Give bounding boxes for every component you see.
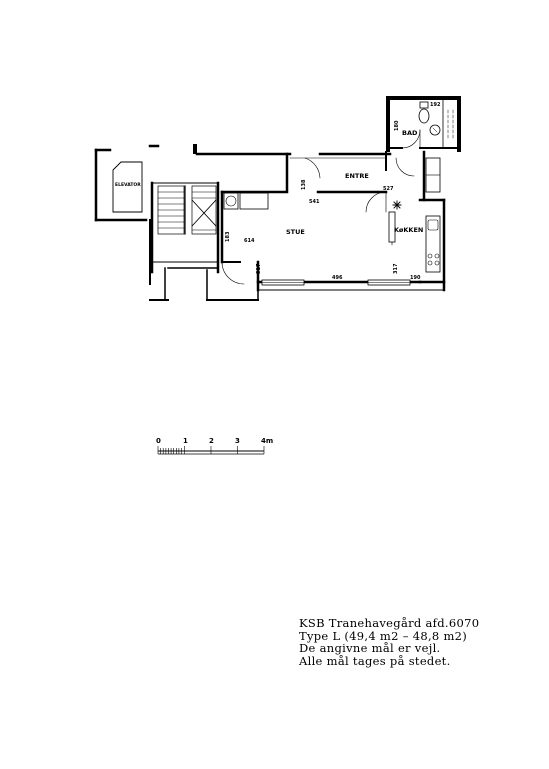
windows bbox=[261, 279, 411, 286]
info-line-title: KSB Tranehavegård afd.6070 bbox=[299, 616, 480, 630]
bathroom-walls bbox=[386, 96, 461, 152]
room-label-bad: BAD bbox=[402, 129, 418, 137]
dim-527: 527 bbox=[383, 186, 394, 192]
washbasin bbox=[429, 124, 441, 136]
kitchen-counter bbox=[425, 215, 441, 273]
room-label-stue: STUE bbox=[286, 228, 305, 236]
dim-180: 180 bbox=[394, 120, 400, 131]
balcony-door-swing bbox=[221, 261, 245, 285]
scale-tick-1: 1 bbox=[183, 437, 188, 445]
kitchen-door-swing bbox=[365, 191, 387, 213]
room-label-entre: ENTRE bbox=[345, 172, 369, 180]
info-line-measure: Alle mål tages på stedet. bbox=[299, 653, 451, 668]
plan-info: KSB Tranehavegård afd.6070 Type L (49,4 … bbox=[299, 617, 539, 667]
dim-183: 183 bbox=[225, 231, 231, 242]
room-label-kokken: KøKKEN bbox=[394, 226, 423, 234]
dim-138: 138 bbox=[301, 179, 307, 190]
corridor-wall bbox=[193, 144, 392, 192]
stairwell bbox=[150, 181, 220, 274]
shower bbox=[442, 99, 454, 149]
balcony-outline bbox=[149, 267, 445, 301]
dim-192: 192 bbox=[430, 102, 441, 108]
dim-317-right: 317 bbox=[393, 263, 399, 274]
dim-541: 541 bbox=[309, 199, 320, 205]
info-line-note: De angivne mål er vejl. bbox=[299, 641, 441, 656]
scale-tick-3: 3 bbox=[235, 437, 240, 445]
room-label-elevator: ELEVATOR bbox=[115, 182, 141, 188]
info-line-type: Type L (49,4 m2 – 48,8 m2) bbox=[299, 628, 468, 643]
scale-tick-2: 2 bbox=[209, 437, 214, 445]
ventilation-icon bbox=[392, 200, 402, 210]
kitchen-walls bbox=[418, 198, 446, 292]
entrance-door-swing bbox=[304, 157, 321, 179]
entre-door-swing bbox=[395, 157, 415, 177]
dim-190: 190 bbox=[410, 275, 421, 281]
dim-614: 614 bbox=[244, 238, 255, 244]
scale-tick-0: 0 bbox=[156, 437, 161, 445]
dim-496: 496 bbox=[332, 275, 343, 281]
toilet bbox=[418, 101, 430, 124]
scale-tick-4m: 4m bbox=[261, 437, 273, 445]
scale-bar: 0 1 2 3 4m bbox=[156, 437, 273, 455]
dim-317-left: 317 bbox=[256, 263, 262, 274]
stair-treads bbox=[157, 191, 217, 231]
elevator-shaft bbox=[94, 144, 160, 285]
